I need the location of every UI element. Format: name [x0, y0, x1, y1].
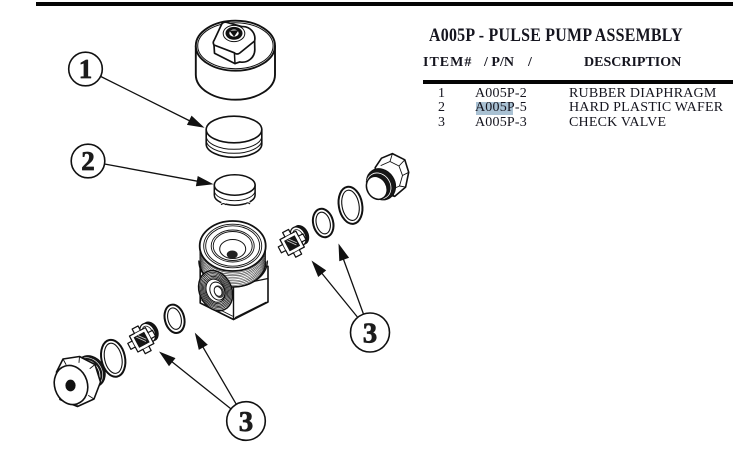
svg-text:1: 1	[79, 54, 93, 84]
svg-text:2: 2	[81, 146, 95, 176]
svg-text:3: 3	[239, 406, 254, 438]
svg-text:3: 3	[363, 317, 378, 349]
